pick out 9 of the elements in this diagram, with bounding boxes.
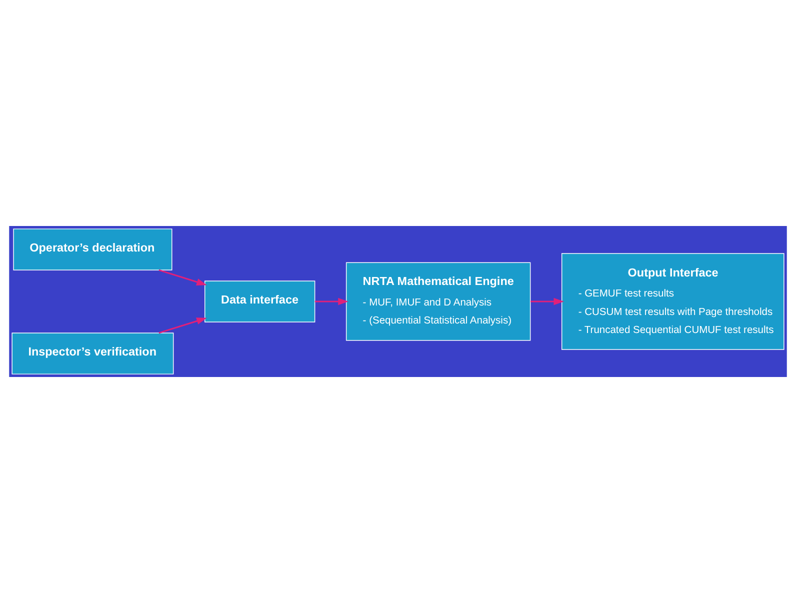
node-box: NRTA Mathematical Engine - MUF, IMUF and D Analysis - (Sequential Statistical Analysis): [346, 262, 531, 341]
arrow: [530, 298, 564, 306]
node-box: Data interface: [204, 280, 316, 322]
node-box: Output Interface - GEMUF test results - CUSUM test results with Page thresholds - Truncated Sequential CUMUF test results: [561, 253, 784, 350]
arrow: [314, 298, 348, 306]
node-box: Inspector’s verification: [12, 332, 174, 374]
arrow: [158, 318, 207, 334]
node-box: Operator’s declaration: [13, 228, 172, 270]
arrow: [158, 269, 207, 286]
